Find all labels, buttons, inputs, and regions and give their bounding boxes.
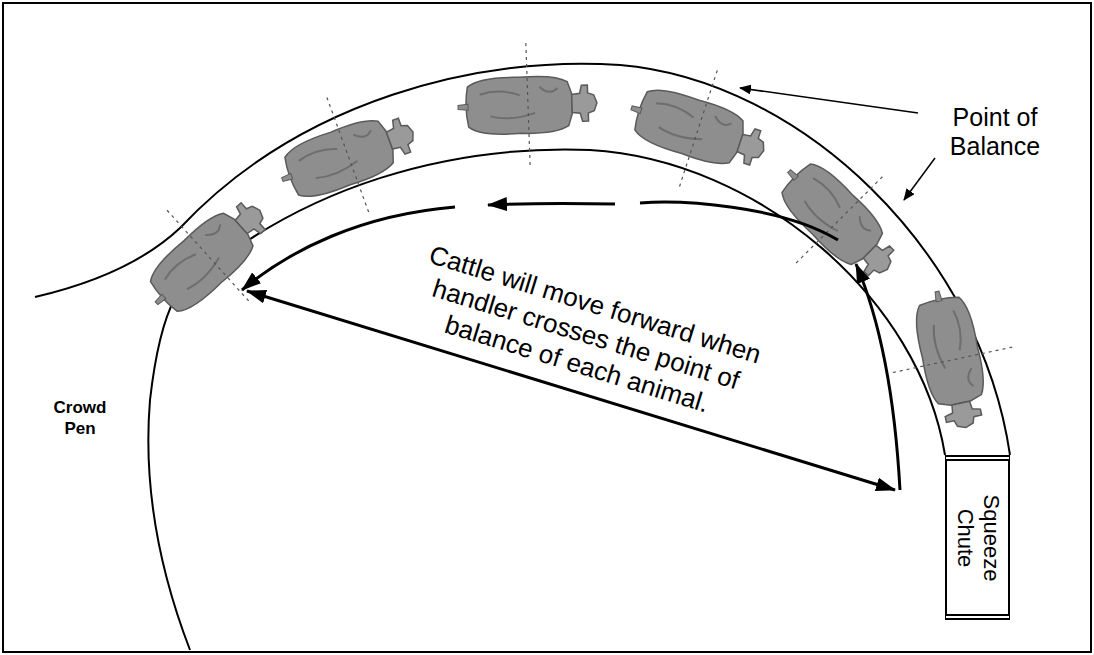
crowd-pen-wall [148, 298, 190, 650]
leader-arrow [740, 88, 918, 113]
callout-label: Point of Balance [925, 103, 1065, 161]
handler-arrow [640, 202, 838, 240]
handler-arrow [488, 203, 615, 205]
chute-box: Squeeze Chute [945, 455, 1010, 620]
box-label: Squeeze Chute [952, 484, 1004, 592]
cow [745, 127, 931, 313]
cow [876, 279, 1026, 441]
handler-arrow [856, 264, 900, 490]
handler-arrow [242, 207, 455, 290]
area-label: Crowd Pen [49, 397, 111, 439]
cow [456, 41, 599, 170]
instruction-text: Cattle will move forward when handler cr… [375, 229, 796, 439]
cow [115, 164, 301, 349]
cow [612, 49, 783, 210]
leader-arrow [904, 158, 935, 200]
